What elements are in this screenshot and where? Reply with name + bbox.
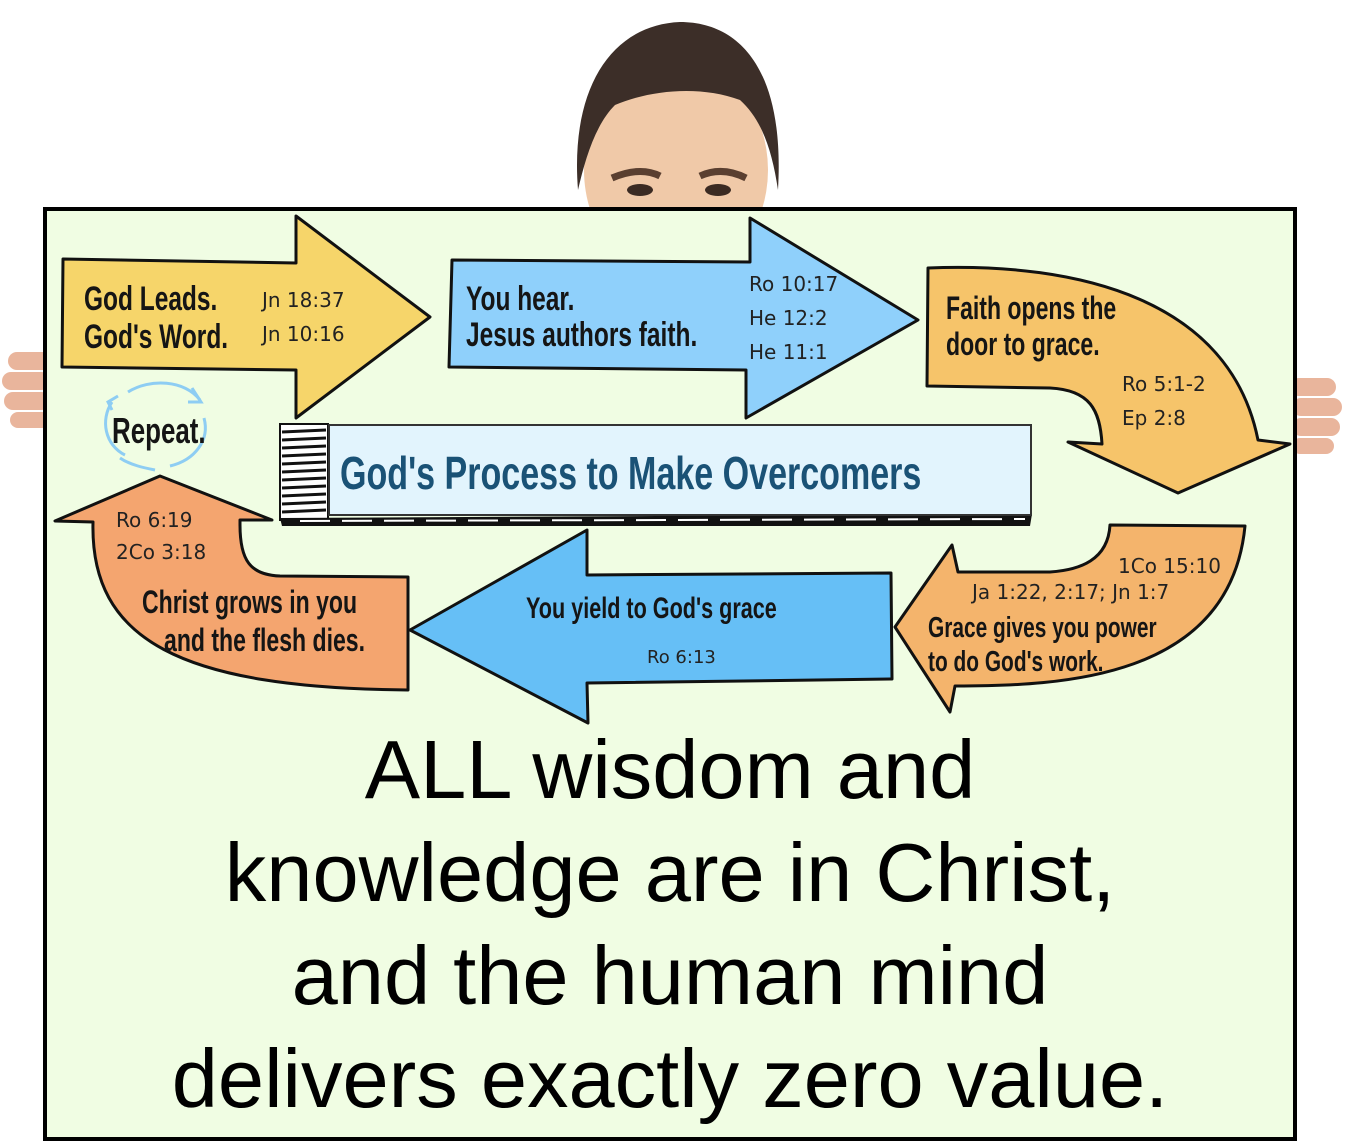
statement-line-1: ALL wisdom and bbox=[364, 723, 976, 816]
step-faith-opens-line1: Faith opens the bbox=[946, 290, 1117, 326]
ref-jn-10-16: Jn 10:16 bbox=[262, 322, 345, 346]
ref-ja-jn: Ja 1:22, 2:17; Jn 1:7 bbox=[972, 580, 1170, 604]
arrow-faith-opens bbox=[925, 265, 1292, 495]
ref-ro-10-17: Ro 10:17 bbox=[749, 272, 839, 296]
ref-ep-2-8: Ep 2:8 bbox=[1122, 406, 1186, 430]
statement: ALL wisdom and knowledge are in Christ, … bbox=[43, 718, 1297, 1130]
step-god-leads-line2: God's Word. bbox=[84, 318, 229, 356]
step-christ-grows-line2: and the flesh dies. bbox=[164, 622, 366, 658]
arrow-grace-gives bbox=[893, 523, 1247, 714]
arrow-you-yield bbox=[408, 528, 894, 725]
statement-line-2: knowledge are in Christ, bbox=[224, 826, 1116, 919]
statement-line-3: and the human mind bbox=[291, 929, 1049, 1022]
ref-2co-3-18: 2Co 3:18 bbox=[116, 540, 207, 564]
step-god-leads-line1: God Leads. bbox=[84, 280, 218, 318]
arrow-god-leads bbox=[60, 214, 432, 420]
statement-line-4: delivers exactly zero value. bbox=[171, 1032, 1169, 1125]
step-grace-gives-line1: Grace gives you power bbox=[928, 612, 1157, 644]
ref-1co-15-10: 1Co 15:10 bbox=[1118, 554, 1221, 578]
title-box-shading bbox=[279, 423, 1032, 526]
ref-ro-6-13: Ro 6:13 bbox=[647, 647, 716, 668]
left-hand bbox=[2, 352, 52, 428]
arrow-you-hear bbox=[447, 216, 920, 420]
ref-ro-5-1-2: Ro 5:1-2 bbox=[1122, 372, 1206, 396]
arrow-christ-grows bbox=[53, 474, 410, 692]
step-grace-gives-line2: to do God's work. bbox=[928, 646, 1104, 678]
ref-he-12-2: He 12:2 bbox=[749, 306, 828, 330]
repeat-label: Repeat. bbox=[112, 410, 206, 451]
step-you-yield-line1: You yield to God's grace bbox=[526, 592, 777, 625]
ref-jn-18-37: Jn 18:37 bbox=[262, 288, 345, 312]
right-hand bbox=[1290, 378, 1342, 454]
page-title: God's Process to Make Overcomers bbox=[340, 447, 922, 499]
ref-he-11-1: He 11:1 bbox=[749, 340, 828, 364]
title-box bbox=[328, 424, 1032, 516]
cycle-arrows-icon bbox=[104, 381, 207, 472]
step-you-hear-line2: Jesus authors faith. bbox=[466, 316, 698, 354]
step-you-hear-line1: You hear. bbox=[466, 280, 575, 318]
ref-ro-6-19: Ro 6:19 bbox=[116, 508, 193, 532]
step-faith-opens-line2: door to grace. bbox=[946, 326, 1100, 362]
step-christ-grows-line1: Christ grows in you bbox=[142, 584, 358, 620]
